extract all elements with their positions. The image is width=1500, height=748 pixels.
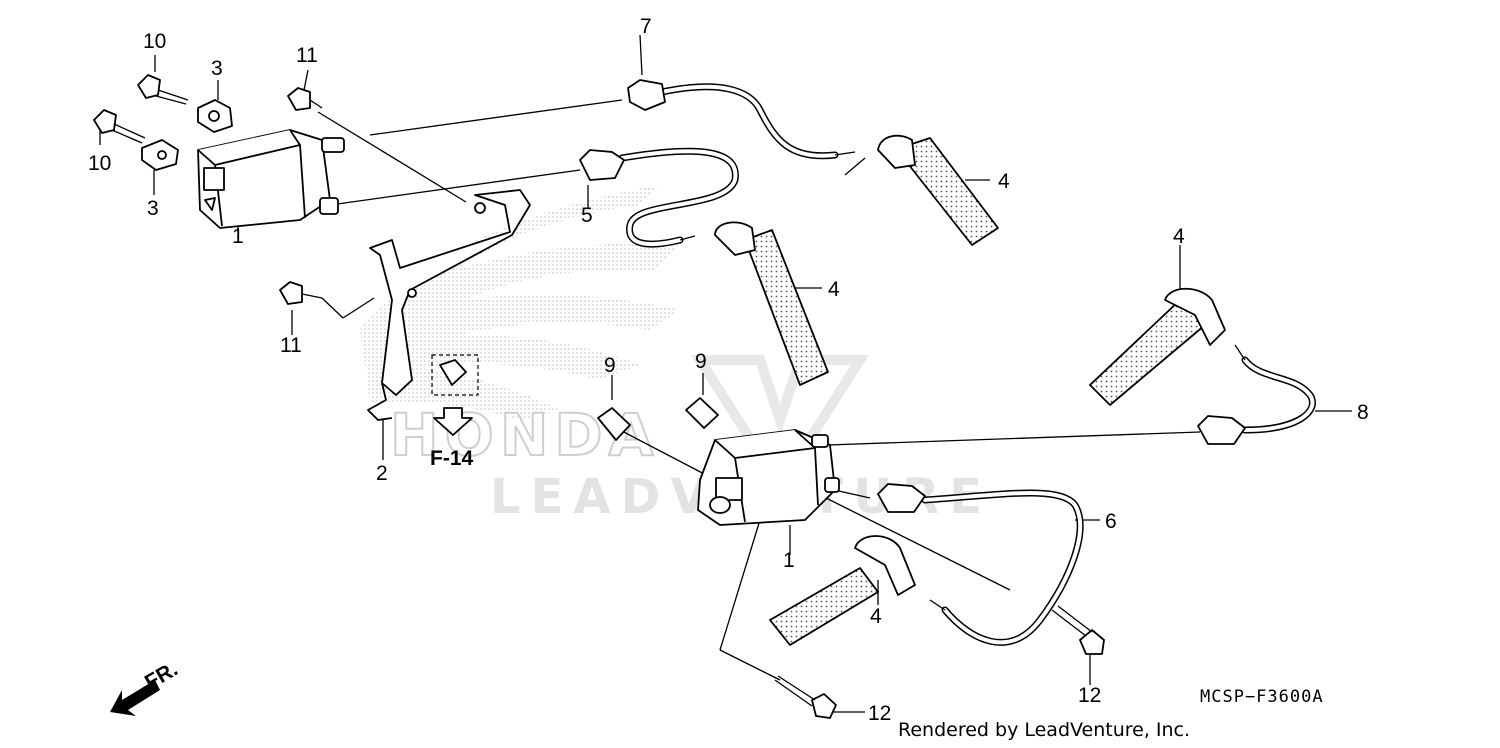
- reference-arrow-icon: [433, 407, 473, 436]
- callout-12-bottom: 12: [868, 702, 891, 725]
- plug-cap-middle: [714, 221, 829, 386]
- callout-10-lower: 10: [88, 152, 111, 175]
- callout-5: 5: [581, 204, 593, 227]
- plug-wire-6: [877, 483, 1084, 646]
- callout-4-right: 4: [1173, 225, 1185, 248]
- f14-reference: F-14: [430, 354, 479, 470]
- leader-lines: [99, 34, 1352, 713]
- front-indicator: FR.: [110, 657, 182, 716]
- callout-6: 6: [1105, 510, 1117, 533]
- plug-wire-8: [1197, 344, 1316, 445]
- callout-3-lower: 3: [147, 197, 159, 220]
- bushing-right: [685, 397, 719, 429]
- diagram-code: MCSP−F3600A: [1200, 687, 1324, 707]
- callout-4-upper-right: 4: [998, 170, 1010, 193]
- render-credit: Rendered by LeadVenture, Inc.: [898, 719, 1190, 741]
- bushing-left: [597, 407, 631, 441]
- bolt-12-right: [1051, 605, 1105, 655]
- plug-cap-lower: [769, 535, 916, 646]
- bolt-10-left: [93, 109, 146, 144]
- callout-1-lower: 1: [783, 549, 795, 572]
- clamp-upper: [197, 99, 233, 133]
- callout-7: 7: [640, 15, 652, 38]
- callout-10-upper: 10: [143, 30, 166, 53]
- bolt-11-top: [287, 87, 323, 111]
- callout-8: 8: [1357, 401, 1369, 424]
- front-arrow-icon: [110, 680, 160, 716]
- callouts: 10 3 11 10 3 1 11 2 7 5 4 4 4 9 9 8 6 1 …: [88, 15, 1369, 725]
- callout-2: 2: [376, 462, 388, 485]
- ignition-coil-lower: [697, 429, 840, 526]
- bolt-10-top: [137, 74, 189, 105]
- plug-wire-5: [579, 147, 739, 248]
- reference-label: F-14: [430, 447, 474, 470]
- callout-12-right: 12: [1078, 684, 1101, 707]
- callout-11-upper: 11: [296, 44, 318, 67]
- bolt-12-bottom: [774, 675, 837, 719]
- ignition-coil-upper: [197, 129, 345, 229]
- callout-9-left: 9: [604, 354, 616, 377]
- callout-11-lower: 11: [280, 334, 302, 357]
- callout-3-upper: 3: [211, 57, 223, 80]
- callout-4-lower: 4: [870, 605, 882, 628]
- bolt-11-left: [279, 281, 323, 305]
- plug-cap-upper-right: [877, 134, 999, 246]
- plug-cap-right: [1089, 287, 1226, 406]
- plug-wire-7: [627, 79, 856, 160]
- callout-4-middle: 4: [828, 278, 840, 301]
- callout-9-right: 9: [695, 350, 707, 373]
- coil-stay-bracket: [367, 189, 531, 421]
- clamp-lower: [141, 139, 179, 171]
- callout-1-upper: 1: [232, 225, 244, 248]
